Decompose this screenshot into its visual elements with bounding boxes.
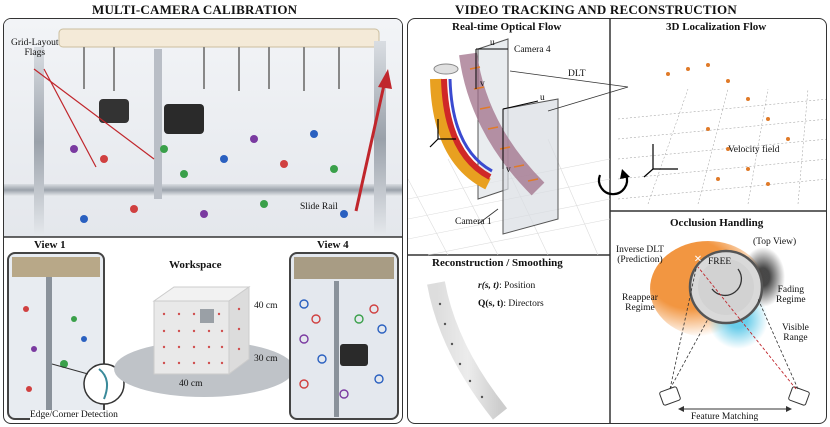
v-mid-label: v	[506, 165, 511, 175]
localization-axes	[643, 144, 678, 178]
slide-rail-label: Slide Rail	[300, 202, 338, 212]
reconstruction-title: Reconstruction / Smoothing	[432, 257, 563, 269]
r-symbol: r(s, t)	[478, 281, 500, 291]
feature-matching-left-head	[678, 406, 684, 412]
dlt-label: DLT	[568, 69, 586, 79]
optical-flow-title: Real-time Optical Flow	[452, 21, 562, 33]
predict-cross-icon: ×	[694, 252, 702, 267]
position-row: r(s, t): Position	[478, 281, 535, 291]
view1-markers	[23, 306, 87, 392]
camera-right	[788, 386, 810, 406]
workspace-label: Workspace	[169, 259, 222, 271]
mid-post	[154, 49, 162, 199]
directors-label: : Directors	[503, 299, 544, 309]
tracked-body	[459, 52, 545, 196]
tracking-illustration: ×	[408, 19, 826, 423]
visible-range-label: Visible Range	[782, 323, 809, 343]
zoom-inset	[83, 363, 125, 405]
view4-camera	[340, 344, 368, 366]
tracked-strip-red	[441, 78, 492, 180]
q-symbol: Q(s, t)	[478, 299, 504, 309]
v-top-label: v	[480, 79, 485, 89]
hanging-rods	[83, 47, 340, 91]
camera1-uv-axes	[502, 100, 539, 169]
view4-flags	[294, 257, 394, 279]
rotation-arrow	[711, 268, 743, 297]
inverse-dlt-label: Inverse DLT (Prediction)	[616, 245, 664, 265]
view4-post	[334, 281, 339, 417]
reappear-label: Reappear Regime	[622, 293, 658, 313]
camera1-pointer	[477, 208, 499, 225]
sight-lines	[669, 268, 799, 390]
directors-row: Q(s, t): Directors	[478, 299, 544, 309]
zoom-edge	[98, 368, 109, 400]
flags-label: Grid-Layout Flags	[11, 38, 59, 58]
dlt-line-2	[547, 86, 629, 112]
tracked-strip-blue	[448, 78, 493, 173]
position-label: : Position	[499, 281, 536, 291]
left-title: MULTI-CAMERA CALIBRATION	[92, 2, 298, 17]
occlusion-title: Occlusion Handling	[670, 217, 764, 229]
camera4-uv-axes	[475, 48, 508, 89]
right-post	[374, 41, 386, 237]
velocity-field-label: Velocity field	[728, 145, 780, 155]
camera4-label: Camera 4	[514, 45, 551, 55]
flow-vectors	[469, 66, 539, 182]
tracking-panel: × Real-time Optical Flow Camera 4 u v u …	[407, 18, 827, 424]
u-top-label: u	[490, 38, 495, 48]
zoom-pointer	[51, 363, 89, 375]
cube-grid-points	[162, 307, 241, 365]
slide-rail-arrowhead	[378, 69, 392, 89]
reconstructed-rod-shade	[427, 281, 508, 420]
calibration-panel: Grid-Layout Flags Slide Rail View 1 View…	[3, 18, 403, 424]
reconstructed-rod	[427, 281, 508, 420]
calibration-flags	[70, 130, 348, 223]
top-view-label: (Top View)	[753, 237, 797, 247]
feature-matching-right-head	[786, 406, 792, 412]
slide-rail-arrow	[354, 84, 386, 212]
camera1-label: Camera 1	[455, 217, 492, 227]
strip-cap	[433, 63, 459, 75]
view1-label: View 1	[34, 239, 66, 251]
flags-pointer	[43, 68, 97, 168]
localization-points	[666, 63, 790, 186]
dim-width: 40 cm	[179, 379, 203, 389]
fading-label: Fading Regime	[776, 285, 806, 305]
localization-title: 3D Localization Flow	[666, 21, 767, 33]
cube-target	[200, 309, 214, 323]
left-post	[34, 47, 44, 237]
flag-strip	[58, 28, 380, 48]
tracked-strip-yellow	[430, 78, 491, 190]
view4-photo	[289, 252, 399, 420]
view1-post	[46, 277, 52, 417]
feature-matching-label: Feature Matching	[691, 412, 759, 422]
dlt-line-1	[509, 70, 629, 88]
free-label: FREE	[708, 257, 732, 267]
camera1-plane	[502, 98, 559, 235]
camera-body	[164, 104, 204, 134]
flags-pointer	[33, 68, 155, 160]
camera-body	[99, 99, 129, 123]
dim-height: 40 cm	[254, 301, 278, 311]
calibration-illustration	[4, 19, 402, 420]
view4-label: View 4	[317, 239, 349, 251]
visible-range-line	[697, 266, 797, 390]
right-title: VIDEO TRACKING AND RECONSTRUCTION	[455, 2, 737, 17]
u-mid-label: u	[540, 93, 545, 103]
loop-arrowhead	[620, 169, 630, 179]
camera-left	[659, 386, 681, 406]
cube-front	[153, 300, 230, 375]
dim-depth: 30 cm	[254, 354, 278, 364]
flow-axes	[429, 119, 456, 148]
localization-grid	[617, 88, 826, 205]
obstacle-inner	[698, 259, 754, 315]
view4-markers	[299, 299, 387, 399]
view1-flags	[12, 257, 100, 277]
cube-side	[228, 286, 250, 375]
director-ticks	[438, 302, 484, 399]
edge-detection-label: Edge/Corner Detection	[30, 410, 118, 420]
bottom-rail	[4, 184, 402, 196]
loop-icon	[597, 174, 629, 196]
